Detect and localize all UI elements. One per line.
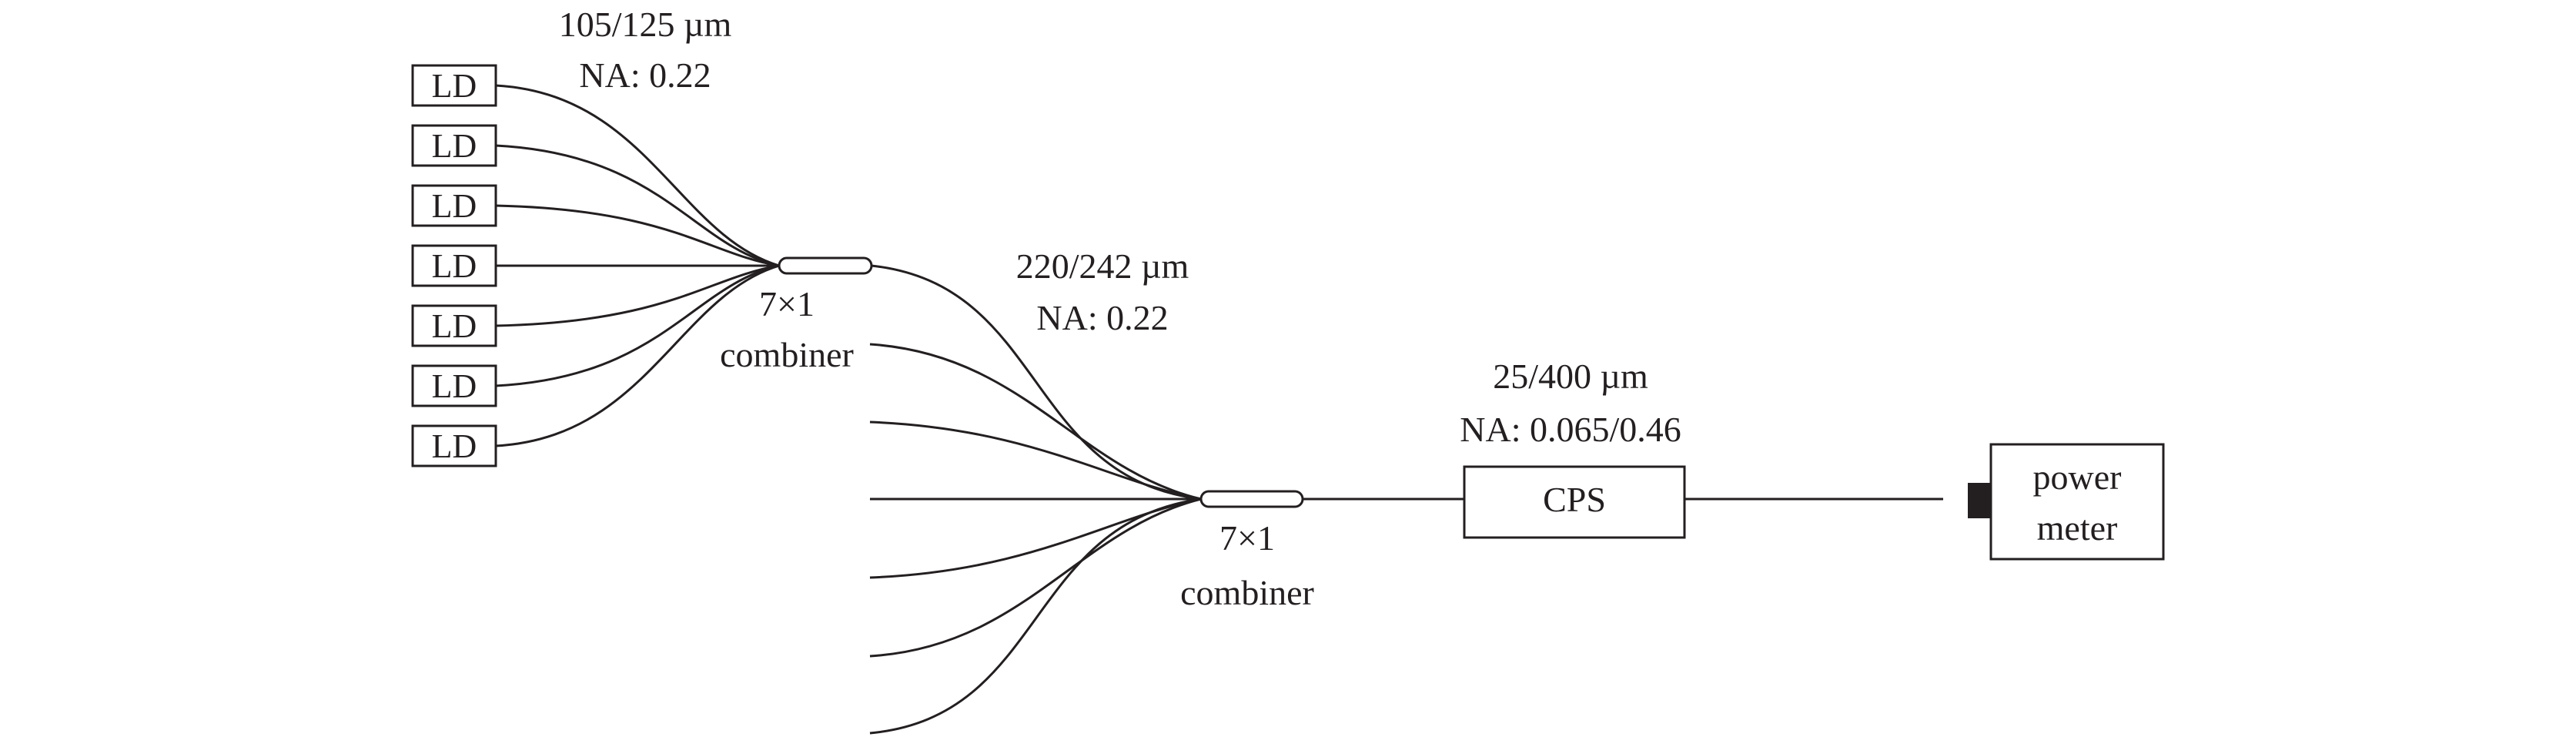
ld-label-2: LD	[432, 127, 477, 165]
first-combiner-label: combiner	[720, 335, 854, 374]
power-meter-detector-head	[1968, 483, 1991, 518]
second-fiber-spec: 220/242 µm	[1016, 246, 1189, 286]
ld-label-6: LD	[432, 367, 477, 405]
ld-label-1: LD	[432, 67, 477, 105]
fiber-ld-5	[495, 264, 780, 327]
first-fiber-na: NA: 0.22	[579, 55, 711, 95]
first-combiner-body	[778, 256, 873, 275]
ld-label-5: LD	[432, 307, 477, 345]
ld-label-7: LD	[432, 427, 477, 465]
output-fiber-spec: 25/400 µm	[1493, 357, 1648, 396]
fiber-ld-1	[495, 84, 780, 267]
ld-label-4: LD	[432, 247, 477, 285]
ld-label-3: LD	[432, 187, 477, 225]
fiber-ld-2	[495, 144, 780, 267]
second-combiner-label: combiner	[1180, 573, 1314, 612]
cps-box	[1463, 465, 1686, 539]
fiber-ld-7	[495, 264, 780, 447]
power-meter-label-line2: meter	[2037, 508, 2118, 548]
fiber-ld-3	[495, 204, 780, 267]
cps-label: CPS	[1543, 480, 1606, 519]
fiber-stage2-3	[869, 420, 1202, 501]
output-fiber-na: NA: 0.065/0.46	[1460, 410, 1681, 449]
second-combiner-body	[1199, 490, 1304, 508]
first-combiner-ratio: 7×1	[759, 284, 815, 323]
fiber-ld-6	[495, 264, 780, 387]
power-meter-label-line1: power	[2033, 457, 2122, 497]
first-fiber-spec: 105/125 µm	[559, 5, 732, 44]
fiber-stage2-6	[869, 497, 1202, 658]
second-fiber-na: NA: 0.22	[1036, 298, 1168, 337]
fiber-stage2-7	[869, 497, 1202, 735]
fiber-stage2-5	[869, 497, 1202, 579]
fiber-stage2-2	[869, 343, 1202, 501]
second-combiner-ratio: 7×1	[1219, 518, 1275, 558]
